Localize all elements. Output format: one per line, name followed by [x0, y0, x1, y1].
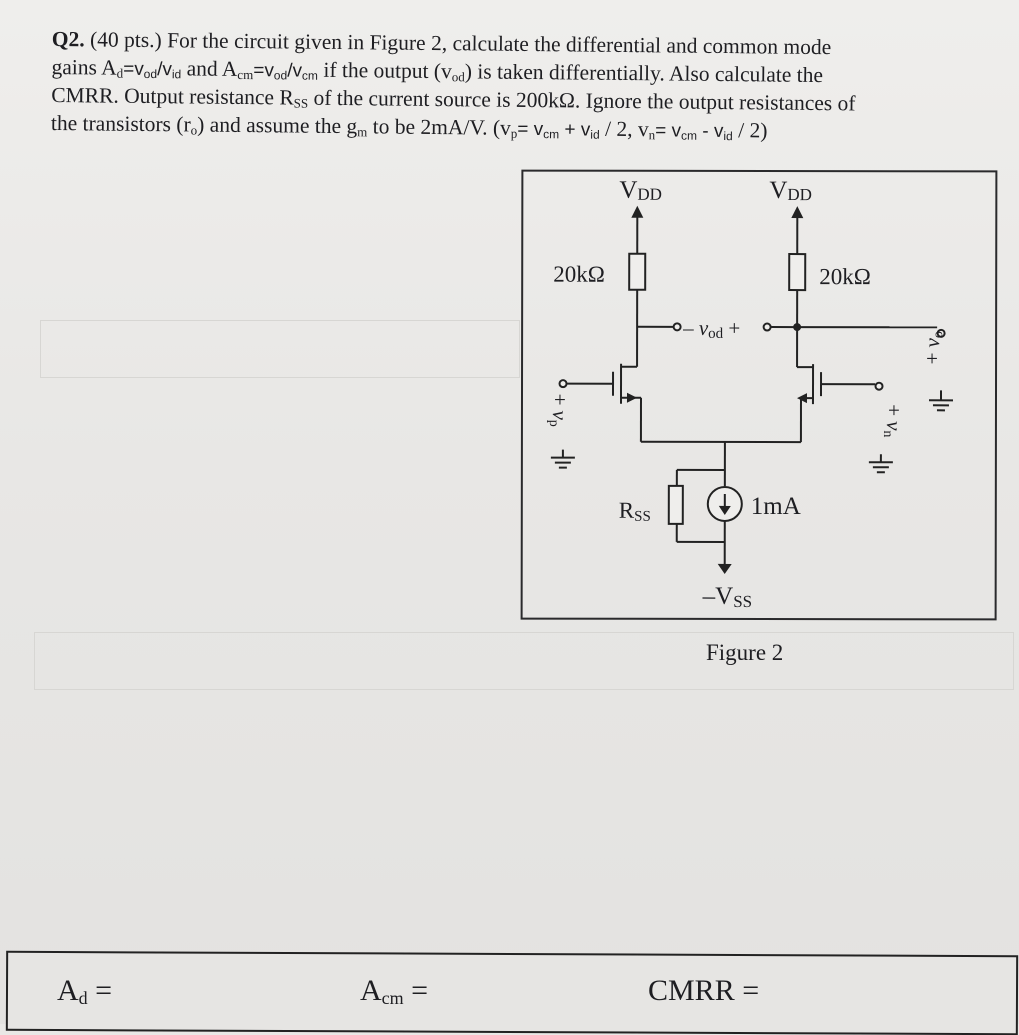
vo-ground-icon — [929, 390, 953, 410]
answer-acm-label: A — [360, 974, 382, 1007]
answer-acm-sub: cm — [382, 988, 404, 1008]
sub-cm-2: cm — [302, 68, 318, 82]
vdd-right-arrow — [791, 206, 803, 254]
resistor-left-label: 20kΩ — [553, 262, 605, 287]
sub-ss: SS — [294, 96, 309, 111]
text-div2a: / 2, v — [600, 116, 649, 141]
text-eq-v-2: =v — [253, 60, 274, 81]
vdd-left-arrow — [631, 206, 643, 254]
text-div2b: / 2) — [733, 118, 768, 142]
sub-cm-4: cm — [681, 128, 697, 142]
circuit-figure: VDD VDD 20kΩ 20kΩ – vod + +vo — [521, 170, 998, 621]
current-source-label: 1mA — [751, 493, 801, 520]
question-intro: For the circuit given in Figure 2, calcu… — [167, 28, 831, 59]
text-and-acm: and A — [181, 56, 237, 81]
transistor-right-icon — [797, 364, 883, 442]
answer-ad-sub: d — [79, 988, 88, 1008]
answer-cmrr[interactable]: CMRR = — [648, 974, 759, 1008]
text-eq-v: =v — [123, 58, 144, 79]
vod-label: – vod + — [682, 316, 740, 342]
answer-ad-eq: = — [88, 974, 112, 1007]
vss-label: –VSS — [702, 583, 753, 611]
answer-acm-eq: = — [404, 974, 428, 1007]
sub-cm-3: cm — [543, 127, 559, 141]
vdd-left-label: VDD — [619, 177, 662, 204]
text-gains-a: gains A — [51, 54, 116, 79]
rss-resistor — [669, 486, 683, 524]
text-slash-v-2: /v — [287, 60, 302, 81]
text-eq1: = v — [517, 118, 543, 139]
sub-m: m — [357, 124, 367, 139]
text-if-output: if the output (v — [318, 57, 452, 82]
text-plus-v: + v — [559, 119, 590, 140]
vp-ground-icon — [551, 450, 575, 468]
vn-ground-icon — [869, 454, 893, 472]
text-slash-v: /v — [157, 59, 172, 80]
question-number: Q2. — [52, 27, 85, 51]
question-points: (40 pts.) — [90, 27, 162, 52]
sub-id: id — [172, 67, 181, 81]
text-rest-line-2: ) is taken differentially. Also calculat… — [465, 59, 823, 87]
text-transistors: the transistors (r — [51, 110, 191, 135]
text-minus-v: - v — [697, 120, 724, 141]
figure-caption: Figure 2 — [706, 640, 783, 666]
sub-od-3: od — [452, 69, 465, 84]
answer-ad[interactable]: Ad = — [57, 974, 112, 1008]
resistor-right — [789, 254, 805, 290]
text-current-source: of the current source is 200kΩ. Ignore t… — [308, 86, 856, 116]
ghost-box-1 — [40, 320, 520, 378]
text-gm-value: to be 2mA/V. (v — [367, 114, 511, 140]
vn-label: +vn — [880, 404, 906, 437]
text-eq2: = v — [655, 120, 681, 141]
vdd-right-label: VDD — [769, 177, 812, 204]
answer-box — [6, 951, 1018, 1035]
vss-arrow — [718, 564, 732, 574]
current-source-icon — [708, 487, 742, 521]
sub-od-2: od — [274, 68, 288, 82]
text-assume-gm: ) and assume the g — [197, 112, 357, 138]
question-text: Q2. (40 pts.) For the circuit given in F… — [51, 26, 967, 148]
ghost-box-2 — [34, 632, 1014, 690]
sub-id-2: id — [590, 127, 599, 141]
resistor-left — [629, 254, 645, 290]
vp-label: +vp — [546, 394, 572, 427]
text-cmrr-output: CMRR. Output resistance R — [51, 83, 294, 110]
resistor-right-label: 20kΩ — [819, 264, 871, 289]
sub-cm: cm — [237, 66, 253, 81]
sub-od: od — [144, 66, 158, 80]
answer-ad-label: A — [57, 974, 79, 1007]
rss-label: RSS — [619, 498, 651, 525]
vod-terminal-left — [674, 323, 681, 330]
answer-acm[interactable]: Acm = — [360, 974, 428, 1008]
circuit-diagram: VDD VDD 20kΩ 20kΩ – vod + +vo — [523, 172, 1000, 623]
sub-id-3: id — [723, 129, 732, 143]
vod-terminal-right — [764, 324, 771, 331]
vo-label: +vo — [920, 331, 946, 364]
